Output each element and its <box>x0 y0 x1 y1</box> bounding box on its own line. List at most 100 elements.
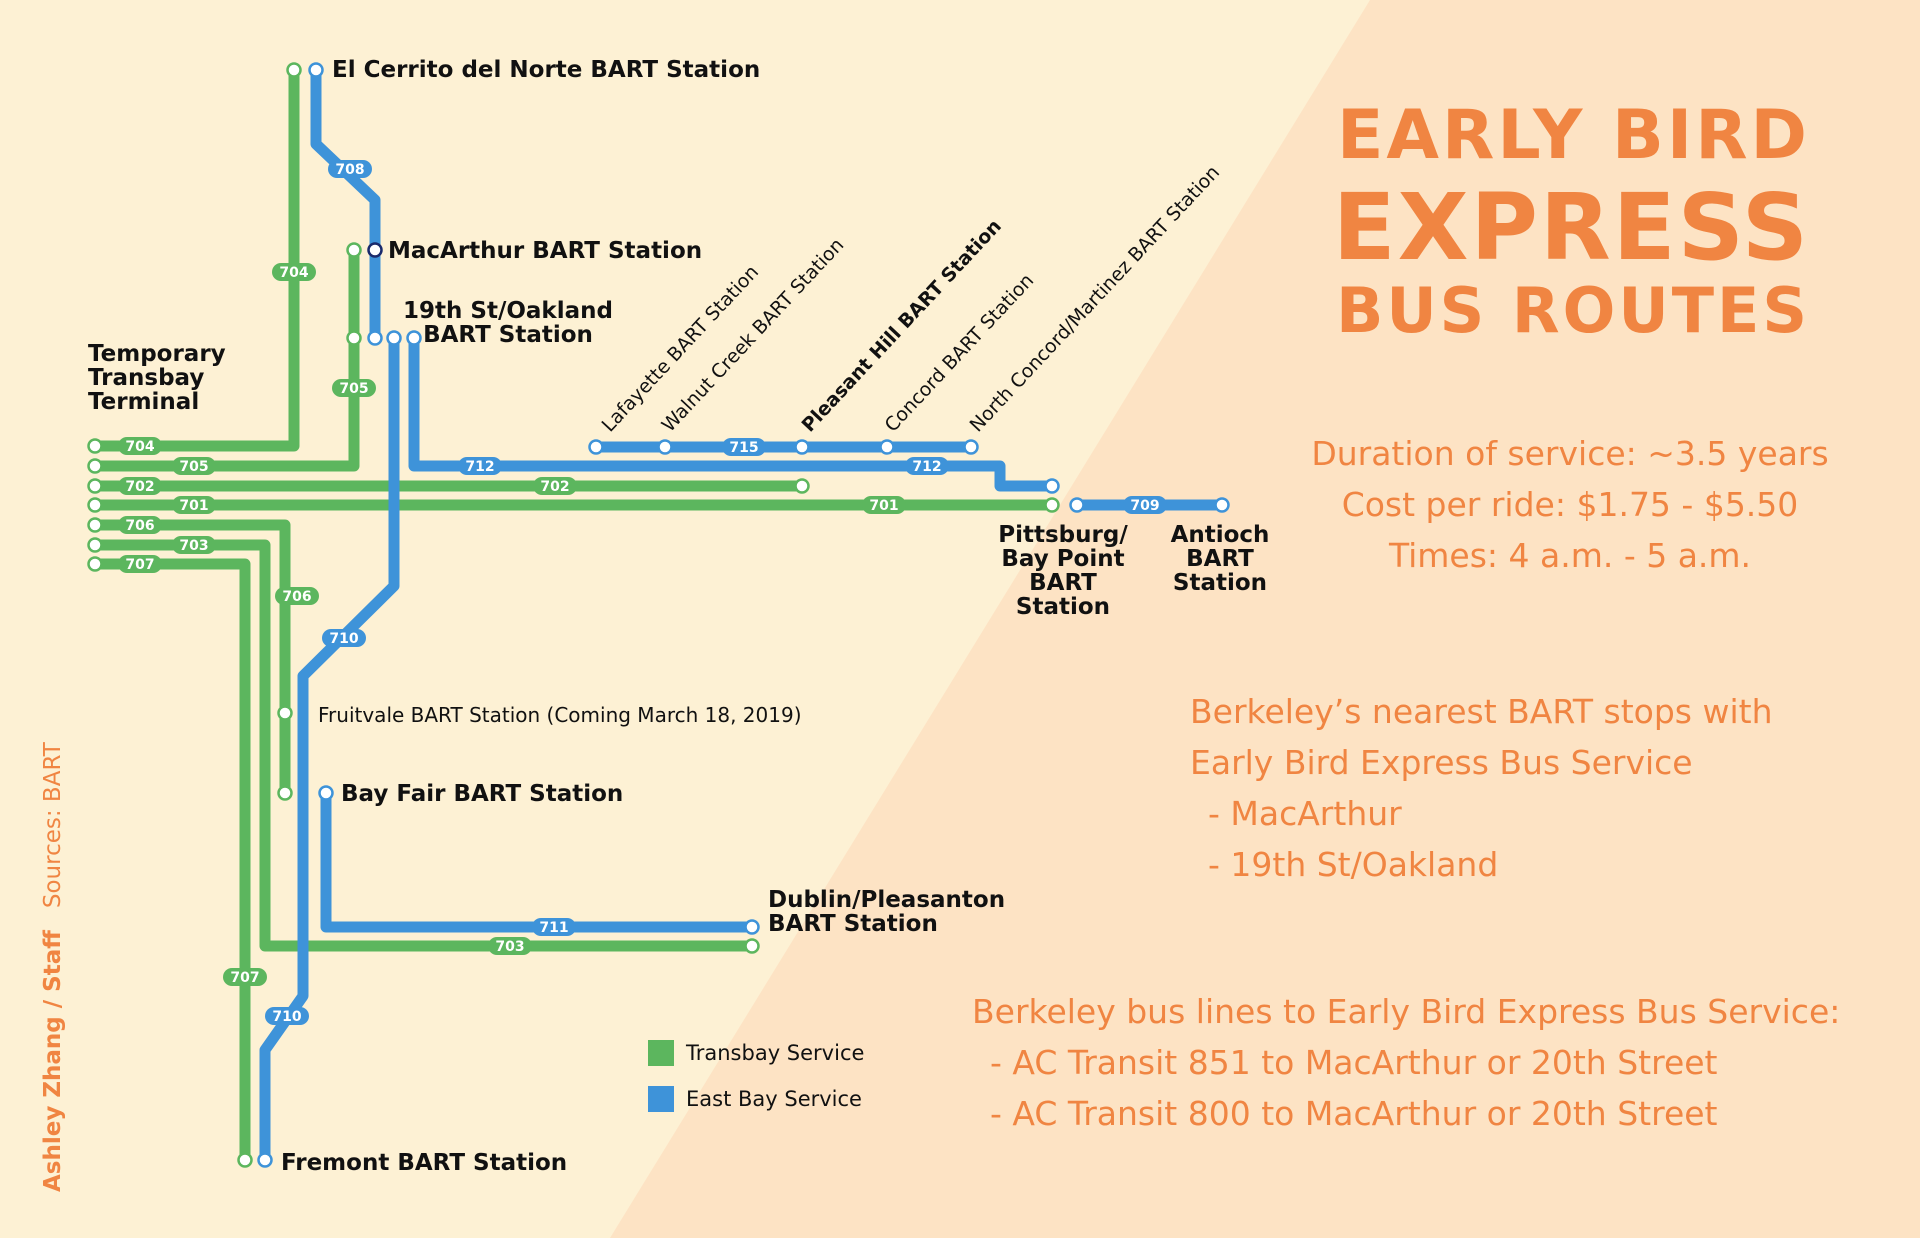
label-antioch-line3: Station <box>1173 570 1267 596</box>
label-antioch-line2: BART <box>1186 546 1254 572</box>
station-stop-pittsburg-709 <box>1069 497 1085 513</box>
service-info: Duration of service: ~3.5 years Cost per… <box>1290 428 1850 581</box>
station-stop-antioch <box>1214 497 1230 513</box>
station-stop-macarthur-blue <box>367 242 383 258</box>
label-transbay-line1: Temporary <box>88 341 226 367</box>
title-bus-routes: BUS ROUTES <box>1336 274 1810 347</box>
label-dublin-line1: Dublin/Pleasanton <box>768 887 1005 913</box>
legend-transbay: Transbay Service <box>648 1040 864 1066</box>
station-stop-walnut-creek <box>657 439 673 455</box>
route-badge-label: 703 <box>495 939 524 955</box>
route-badge-701-east: 701 <box>862 496 906 514</box>
route-badge-701: 701 <box>172 496 216 514</box>
station-stop-lafayette <box>588 439 604 455</box>
route-badge-label: 712 <box>912 459 941 475</box>
route-badge-715: 715 <box>722 438 766 456</box>
station-stop-transbay-703 <box>87 537 103 553</box>
route-badge-label: 705 <box>339 381 368 397</box>
route-line-712 <box>408 332 1058 492</box>
background-peach-wedge <box>610 0 1920 1238</box>
route-badge-label: 705 <box>179 459 208 475</box>
route-badge-705-vertical: 705 <box>332 379 376 397</box>
route-badge-710-south: 710 <box>265 1007 309 1025</box>
station-stop-transbay-702 <box>87 478 103 494</box>
route-badge-label: 710 <box>329 631 358 647</box>
label-pittsburg-line4: Station <box>1016 594 1110 620</box>
route-badge-label: 706 <box>125 518 154 534</box>
route-badge-label: 703 <box>179 538 208 554</box>
route-badge-706-vertical: 706 <box>275 587 319 605</box>
station-stop-pittsburg-green <box>1044 497 1060 513</box>
station-stop-north-concord <box>963 439 979 455</box>
bus-lines-heading: Berkeley bus lines to Early Bird Express… <box>972 992 1841 1031</box>
label-fruitvale: Fruitvale BART Station (Coming March 18,… <box>318 703 802 727</box>
route-badge-label: 704 <box>125 439 154 455</box>
station-stop-pleasant-hill-green <box>794 478 810 494</box>
route-badge-707-vertical: 707 <box>223 968 267 986</box>
station-stop-19th-blue-3 <box>406 330 422 346</box>
station-stop-fremont-blue <box>257 1152 273 1168</box>
station-stop-fruitvale-706-end <box>277 785 293 801</box>
route-badge-708: 708 <box>328 160 372 178</box>
label-antioch-line1: Antioch <box>1171 522 1270 548</box>
station-stop-pleasant-hill-blue <box>794 439 810 455</box>
station-stop-19th-blue-1 <box>367 330 383 346</box>
label-transbay-line3: Terminal <box>88 389 199 415</box>
station-stop-pittsburg-blue <box>1044 478 1060 494</box>
route-badge-label: 702 <box>540 479 569 495</box>
station-stop-dublin-blue <box>744 919 760 935</box>
route-badge-703: 703 <box>172 536 216 554</box>
route-line-708 <box>310 64 381 344</box>
station-stop-transbay-704 <box>87 438 103 454</box>
legend-transbay-swatch <box>648 1040 674 1066</box>
route-badge-704-vertical: 704 <box>272 263 316 281</box>
route-badge-711: 711 <box>532 918 576 936</box>
duration-text: Duration of service: ~3.5 years <box>1311 434 1829 473</box>
route-badge-label: 709 <box>1130 498 1159 514</box>
route-badge-label: 702 <box>125 479 154 495</box>
station-stop-transbay-706 <box>87 517 103 533</box>
route-badge-label: 711 <box>539 920 568 936</box>
legend-eastbay: East Bay Service <box>648 1086 862 1112</box>
route-badge-703-south: 703 <box>488 937 532 955</box>
bus-line-851: - AC Transit 851 to MacArthur or 20th St… <box>990 1043 1718 1082</box>
route-line-710 <box>259 332 400 1166</box>
route-line-707 <box>89 558 251 1166</box>
station-stops <box>87 62 1230 1168</box>
route-badge-710: 710 <box>322 629 366 647</box>
station-stop-el-cerrito-blue <box>308 62 324 78</box>
nearest-heading-line2: Early Bird Express Bus Service <box>1190 743 1693 782</box>
nearest-item-macarthur: - MacArthur <box>1208 794 1402 833</box>
label-19th-line2: BART Station <box>423 322 593 348</box>
label-fremont: Fremont BART Station <box>281 1150 567 1176</box>
times-text: Times: 4 a.m. - 5 a.m. <box>1388 536 1752 575</box>
legend-eastbay-swatch <box>648 1086 674 1112</box>
station-stop-fruitvale <box>277 705 293 721</box>
route-line-703 <box>89 539 758 952</box>
bus-line-800: - AC Transit 800 to MacArthur or 20th St… <box>990 1094 1718 1133</box>
credits: Ashley Zhang / StaffSources: BART <box>40 742 66 1192</box>
berkeley-bus-lines: Berkeley bus lines to Early Bird Express… <box>972 986 1840 1139</box>
route-badge-label: 712 <box>465 459 494 475</box>
route-badge-702: 702 <box>118 477 162 495</box>
route-badge-712-east: 712 <box>905 457 949 475</box>
legend-eastbay-label: East Bay Service <box>686 1087 862 1111</box>
label-bay-fair: Bay Fair BART Station <box>341 781 623 807</box>
route-badge-label: 708 <box>335 162 364 178</box>
label-macarthur: MacArthur BART Station <box>388 238 702 264</box>
route-badge-705: 705 <box>172 457 216 475</box>
route-badge-label: 710 <box>272 1009 301 1025</box>
label-concord: Concord BART Station <box>881 270 1039 437</box>
station-stop-transbay-705 <box>87 458 103 474</box>
label-pittsburg-line1: Pittsburg/ <box>998 522 1128 548</box>
legend-transbay-label: Transbay Service <box>686 1041 865 1065</box>
route-badge-707: 707 <box>118 555 162 573</box>
nearest-heading-line1: Berkeley’s nearest BART stops with <box>1190 692 1773 731</box>
station-stop-concord <box>879 439 895 455</box>
station-stop-dublin-green <box>744 938 760 954</box>
label-dublin-line2: BART Station <box>768 911 938 937</box>
station-stop-transbay-707 <box>87 556 103 572</box>
route-badge-712: 712 <box>458 457 502 475</box>
